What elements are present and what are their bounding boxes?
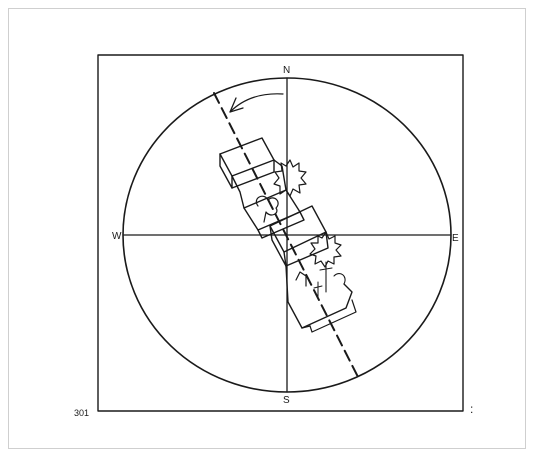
compass-label-east: E: [452, 233, 459, 244]
compass-label-south: S: [283, 395, 290, 406]
figure-number: 301: [74, 408, 90, 418]
lower-plant-sketch-2: [313, 281, 323, 299]
lower-plant-sketch: [319, 261, 346, 293]
upper-building: [219, 137, 305, 239]
trailing-mark: :: [470, 402, 474, 416]
sun-icon: [273, 159, 307, 197]
image-frame: [8, 8, 526, 449]
arrow-icon: [229, 97, 244, 113]
compass-label-west: W: [112, 231, 122, 242]
building-axis-dashed: [213, 92, 359, 378]
sun-icon-lower: [309, 231, 342, 268]
rotation-arc: [229, 93, 284, 113]
compass-label-north: N: [283, 65, 291, 76]
tree-sketch: [255, 195, 279, 223]
lower-building: [269, 205, 357, 333]
sketch-border: [97, 54, 464, 412]
